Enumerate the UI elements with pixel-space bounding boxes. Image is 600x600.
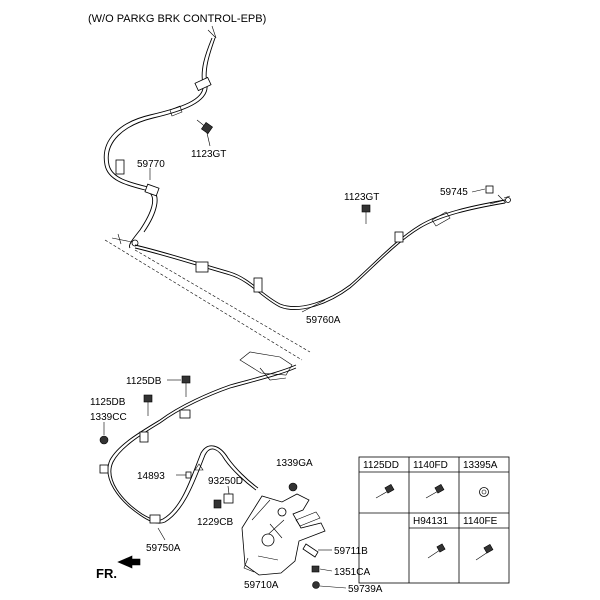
- label-1339cc: 1339CC: [90, 412, 127, 423]
- label-1125db-b: 1125DB: [90, 397, 126, 408]
- label-1123gt-upper: 1123GT: [191, 149, 226, 160]
- bolt-1125db-b: [143, 394, 153, 416]
- table-cell-1140fe: 1140FE: [463, 516, 498, 527]
- leader-1123gt-upper: [206, 132, 211, 147]
- fastener-1125dd-drawing: [375, 483, 395, 499]
- label-1229cb: 1229CB: [197, 517, 233, 528]
- part-59711b: [302, 543, 319, 558]
- label-1125db-a: 1125DB: [126, 376, 162, 387]
- parts-table: [358, 456, 510, 584]
- label-59750a: 59750A: [146, 543, 181, 554]
- label-59739a: 59739A: [348, 584, 383, 595]
- table-cell-1140fd: 1140FD: [413, 460, 448, 471]
- label-59760a: 59760A: [306, 315, 341, 326]
- label-59770: 59770: [137, 159, 165, 170]
- fastener-1140fe-drawing: [475, 543, 494, 561]
- label-1351ca: 1351CA: [334, 567, 370, 578]
- diagram-header: (W/O PARKG BRK CONTROL-EPB): [88, 13, 266, 25]
- dashed-link-left: [104, 239, 303, 361]
- label-59710a: 59710A: [244, 580, 279, 591]
- nut-1339cc: [99, 435, 109, 445]
- bracket-93250d: [223, 493, 234, 504]
- screw-14893: [176, 471, 192, 479]
- bolt-1125db-a: [181, 375, 191, 397]
- label-93250d: 93250D: [208, 476, 243, 487]
- fastener-13395a-drawing: [479, 487, 489, 497]
- cable-59760a: [134, 194, 511, 311]
- leader-1351ca: [319, 568, 333, 572]
- label-59745: 59745: [440, 187, 468, 198]
- label-14893: 14893: [137, 471, 165, 482]
- bolt-1123gt-upper: [196, 119, 213, 134]
- table-cell-13395a: 13395A: [463, 460, 498, 471]
- table-cell-1125dd: 1125DD: [363, 460, 399, 471]
- leader-59739a: [319, 585, 347, 589]
- table-cell-h94131: H94131: [413, 516, 448, 527]
- leader-93250d: [227, 485, 230, 495]
- nut-59739a: [312, 581, 320, 589]
- cable-59770: [103, 25, 217, 249]
- leader-59750a: [157, 527, 166, 541]
- leader-59745: [471, 188, 486, 193]
- nut-1339ga: [288, 482, 298, 492]
- cable-59750a: [99, 351, 297, 524]
- leader-59760a: [301, 299, 326, 313]
- label-59711b: 59711B: [334, 546, 368, 557]
- front-arrow-icon: [117, 555, 141, 569]
- label-1339ga: 1339GA: [276, 458, 313, 469]
- parking-brake-lever-59710a: [241, 493, 326, 576]
- direction-label: FR.: [96, 566, 117, 581]
- label-1123gt-right: 1123GT: [344, 192, 379, 203]
- clip-59745: [485, 185, 494, 194]
- bolt-1351ca: [311, 565, 320, 573]
- fastener-1140fd-drawing: [425, 483, 445, 499]
- fastener-h94131-drawing: [427, 543, 446, 559]
- dashed-link-right: [134, 249, 311, 353]
- clip-1229cb: [213, 499, 222, 509]
- bolt-1123gt-right: [361, 204, 371, 224]
